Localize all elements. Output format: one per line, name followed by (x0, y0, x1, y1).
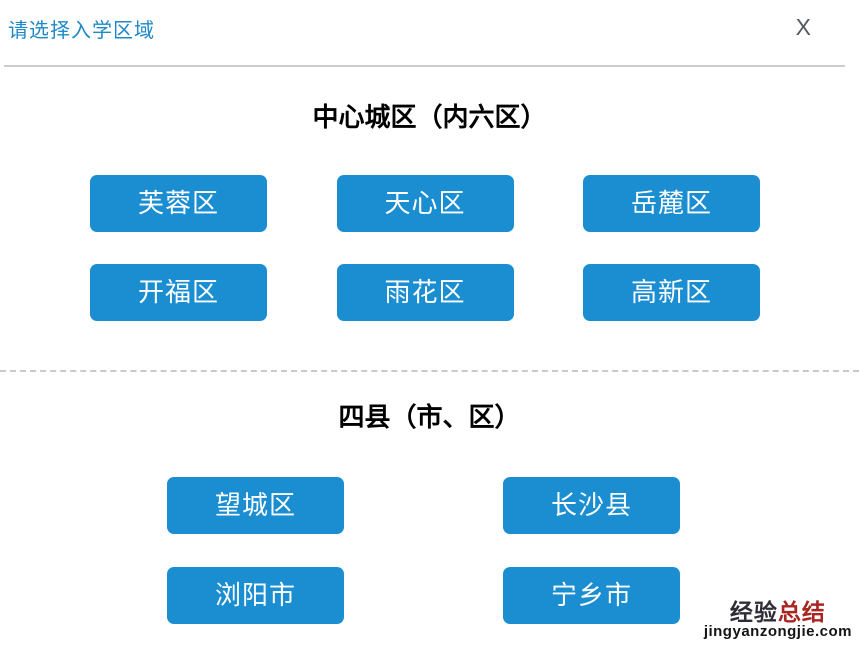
district-button-liuyang[interactable]: 浏阳市 (167, 567, 344, 624)
close-icon[interactable]: X (792, 14, 815, 41)
section-heading-central-districts: 中心城区（内六区） (312, 102, 547, 132)
watermark-domain: jingyanzongjie.com (703, 623, 852, 641)
dialog-title: 请选择入学区域 (8, 20, 155, 42)
district-row: 芙蓉区 天心区 岳麓区 (0, 175, 859, 232)
district-button-ningxiang[interactable]: 宁乡市 (503, 567, 680, 624)
district-button-gaoxin[interactable]: 高新区 (583, 264, 760, 321)
district-row: 望城区 长沙县 (0, 477, 859, 534)
district-row: 开福区 雨花区 高新区 (0, 264, 859, 321)
district-button-wangcheng[interactable]: 望城区 (167, 477, 344, 534)
district-button-changshaxian[interactable]: 长沙县 (503, 477, 680, 534)
district-button-tianxin[interactable]: 天心区 (336, 175, 514, 232)
section-heading-four-counties: 四县（市、区） (338, 402, 521, 432)
dialog-header: 请选择入学区域 X (4, 0, 845, 67)
district-button-yuhua[interactable]: 雨花区 (336, 264, 514, 321)
district-row: 浏阳市 宁乡市 (0, 567, 859, 624)
district-button-yuelu[interactable]: 岳麓区 (583, 175, 760, 232)
section-divider (0, 370, 859, 372)
district-button-furong[interactable]: 芙蓉区 (90, 175, 267, 232)
district-button-kaifu[interactable]: 开福区 (90, 264, 267, 321)
watermark-brand: 经验总结 (704, 600, 852, 624)
watermark-brand-red: 总结 (777, 599, 826, 626)
watermark: 经验总结 jingyanzongjie.com (701, 598, 854, 641)
watermark-brand-dark: 经验 (729, 599, 778, 626)
